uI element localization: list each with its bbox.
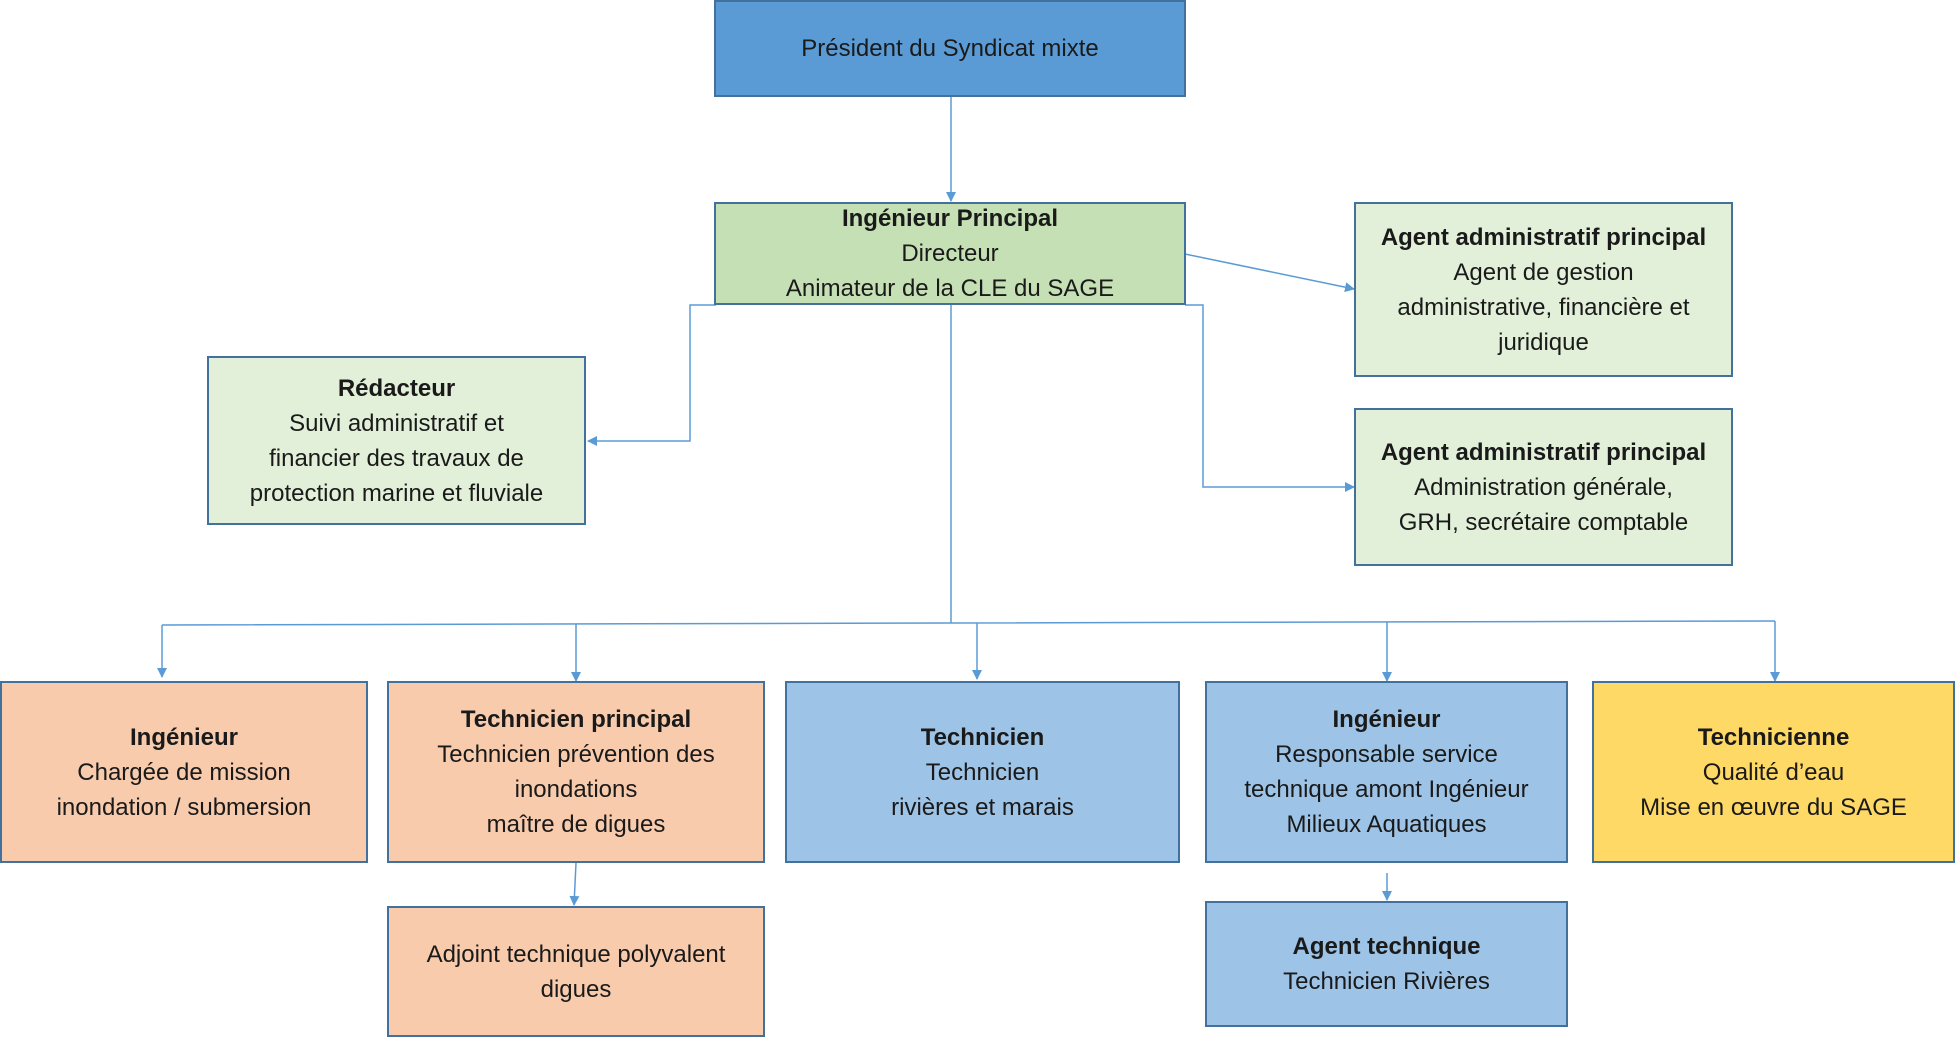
- technicienne-line-2: Mise en œuvre du SAGE: [1640, 793, 1907, 821]
- admin-management-box: Agent administratif principal Agent de g…: [1354, 202, 1733, 377]
- agent-tech-title: Agent technique: [1292, 933, 1481, 960]
- engineer-upstream-title: Ingénieur: [1332, 706, 1441, 733]
- redacteur-box: Rédacteur Suivi administratif et financi…: [207, 356, 586, 525]
- agent-tech-line-1: Technicien Rivières: [1283, 968, 1490, 995]
- connector-staff-bus: [161, 620, 1776, 626]
- adjoint-box: Adjoint technique polyvalent digues: [387, 906, 765, 1037]
- tech-rivers-box: Technicien Technicien rivières et marais: [785, 681, 1180, 863]
- director-line-2: Animateur de la CLE du SAGE: [785, 275, 1115, 302]
- engineer-flood-box: Ingénieur Chargée de mission inondation …: [0, 681, 368, 863]
- engineer-upstream-box: Ingénieur Responsable service technique …: [1205, 681, 1568, 863]
- admin-management-line-3: juridique: [1498, 328, 1589, 356]
- tech-principal-box: Technicien principal Technicien préventi…: [387, 681, 765, 863]
- admin-management-title: Agent administratif principal: [1380, 223, 1707, 251]
- tech-rivers-line-1: Technicien: [925, 758, 1040, 786]
- president-label: Président du Syndicat mixte: [801, 35, 1099, 62]
- redacteur-line-1: Suivi administratif et: [289, 409, 504, 437]
- president-box: Président du Syndicat mixte: [714, 0, 1186, 97]
- engineer-upstream-line-1: Responsable service: [1275, 741, 1498, 768]
- engineer-upstream-line-3: Milieux Aquatiques: [1286, 811, 1487, 838]
- admin-general-box: Agent administratif principal Administra…: [1354, 408, 1733, 566]
- adjoint-line-1: Adjoint technique polyvalent: [426, 940, 726, 968]
- engineer-flood-title: Ingénieur: [129, 723, 238, 751]
- connector-director-redacteur: [587, 304, 716, 446]
- connector-director-admin-general: [1185, 304, 1355, 492]
- agent-tech-box: Agent technique Technicien Rivières: [1205, 901, 1568, 1027]
- technicienne-box: Technicienne Qualité d’eau Mise en œuvre…: [1592, 681, 1955, 863]
- adjoint-line-2: digues: [540, 975, 612, 1003]
- technicienne-line-1: Qualité d’eau: [1702, 758, 1845, 786]
- admin-management-line-1: Agent de gestion: [1453, 258, 1634, 286]
- tech-principal-line-2: inondations: [514, 776, 638, 803]
- tech-rivers-line-2: rivières et marais: [891, 793, 1074, 821]
- tech-principal-title: Technicien principal: [460, 706, 692, 733]
- director-line-1: Directeur: [901, 240, 999, 267]
- engineer-upstream-line-2: technique amont Ingénieur: [1244, 776, 1529, 803]
- engineer-flood-line-2: inondation / submersion: [56, 793, 312, 821]
- engineer-flood-line-1: Chargée de mission: [77, 758, 291, 786]
- redacteur-line-2: financier des travaux de: [269, 444, 524, 472]
- tech-rivers-title: Technicien: [920, 723, 1045, 751]
- connector-tech-principal-adjoint: [569, 862, 580, 906]
- tech-principal-line-1: Technicien prévention des: [437, 741, 715, 768]
- admin-management-line-2: administrative, financière et: [1397, 293, 1690, 321]
- director-title: Ingénieur Principal: [841, 205, 1059, 232]
- admin-general-line-1: Administration générale,: [1414, 473, 1673, 501]
- redacteur-title: Rédacteur: [337, 374, 456, 402]
- admin-general-title: Agent administratif principal: [1380, 438, 1707, 466]
- technicienne-title: Technicienne: [1697, 723, 1850, 751]
- tech-principal-line-3: maître de digues: [486, 811, 666, 838]
- admin-general-line-2: GRH, secrétaire comptable: [1398, 508, 1689, 536]
- connector-director-admin-management: [1184, 253, 1355, 293]
- redacteur-line-3: protection marine et fluviale: [249, 479, 544, 507]
- director-box: Ingénieur Principal Directeur Animateur …: [714, 202, 1186, 305]
